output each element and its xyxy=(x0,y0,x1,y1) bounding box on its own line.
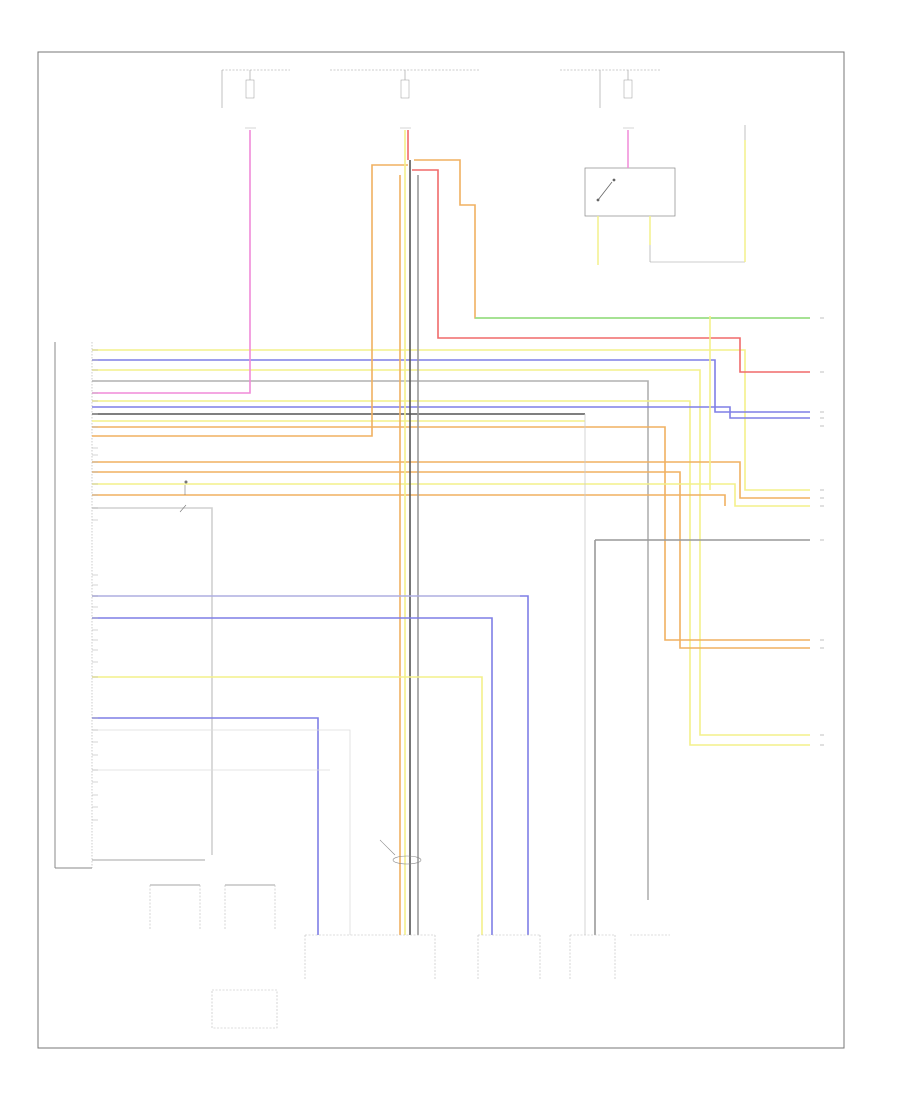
shield-marker xyxy=(379,839,422,865)
right-wires xyxy=(584,316,810,935)
lighting-control-box xyxy=(584,167,676,217)
power-source-mid xyxy=(330,69,480,99)
power-source-right xyxy=(560,69,660,108)
antenna-amplifier xyxy=(224,884,276,930)
power-source-left xyxy=(221,69,290,108)
diagram-frame xyxy=(37,51,845,1049)
external-antenna-module xyxy=(149,884,201,930)
bus-wires xyxy=(92,130,810,900)
light-switch xyxy=(179,480,188,513)
right-terminals xyxy=(820,317,824,746)
center-vertical-wires xyxy=(399,130,810,935)
navigation-computer xyxy=(477,934,541,980)
radio-connector-pins xyxy=(92,349,98,821)
lower-wires xyxy=(92,595,529,935)
radio-antenna xyxy=(211,989,278,1029)
instrument-cluster xyxy=(569,934,616,980)
radio-control-unit xyxy=(54,342,93,869)
cd-changer xyxy=(304,934,436,980)
